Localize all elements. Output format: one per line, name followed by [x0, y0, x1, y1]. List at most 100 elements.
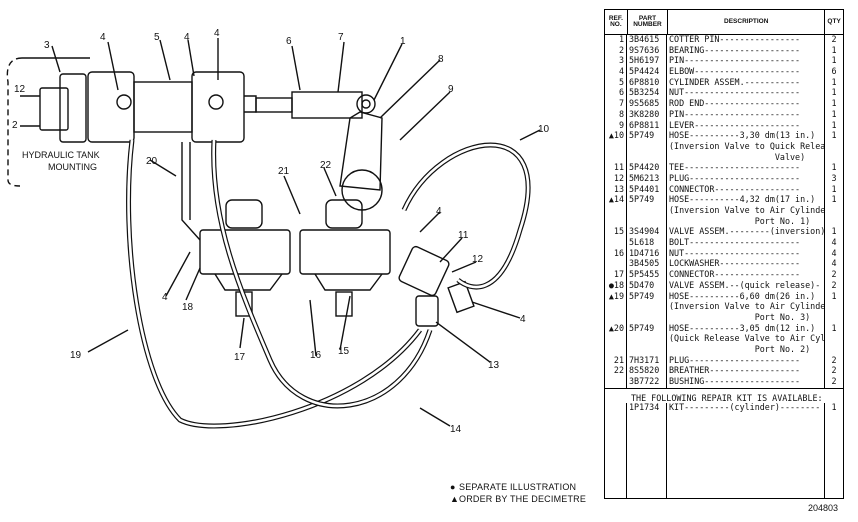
row-qty: 1	[831, 402, 837, 412]
table-row: Port No. 2)	[605, 344, 843, 356]
row-qty: 2	[831, 366, 837, 376]
table-row: Port No. 3)	[605, 312, 843, 324]
row-description: BOLT----------------------	[667, 238, 825, 249]
row-ref: 16	[605, 248, 627, 260]
row-ref: 11	[605, 163, 627, 174]
callout-19: 19	[70, 350, 82, 361]
callout-4: 4	[100, 32, 106, 43]
row-part-number	[627, 312, 667, 324]
row-qty: 1	[831, 131, 837, 141]
row-qty: 2	[831, 270, 837, 280]
row-ref: 17	[605, 270, 627, 281]
row-qty	[825, 302, 843, 313]
row-description: CONNECTOR-----------------	[667, 270, 825, 281]
callout-4: 4	[214, 28, 220, 39]
row-part-number: 5P749	[627, 131, 667, 142]
row-ref	[605, 302, 627, 313]
row-part-number: 3B4615	[627, 35, 667, 46]
row-part-number: 5L618	[627, 238, 667, 249]
row-part-number: 5D470	[627, 280, 667, 292]
row-description: PIN-----------------------	[667, 109, 825, 121]
row-ref-number: 16	[613, 248, 624, 258]
row-description: (Inversion Valve to Air Cylinder	[669, 206, 825, 217]
callout-15: 15	[338, 346, 350, 357]
header-qty: QTY	[827, 17, 841, 25]
callout-2: 2	[12, 120, 18, 131]
row-ref-number: 12	[613, 173, 624, 183]
exploded-parts-diagram: 3 4 5 4 4 6 7 1 8 9 10 12 2 HYDRAULIC TA…	[6, 28, 550, 435]
row-part-number: 5P749	[627, 323, 667, 335]
row-part-number: 9S7636	[627, 45, 667, 57]
row-description: CYLINDER ASSEM.-----------	[667, 77, 825, 89]
table-row: (Inversion Valve to Quick Release	[605, 141, 843, 153]
callout-3: 3	[44, 40, 50, 51]
row-description: NUT-----------------------	[667, 88, 825, 100]
row-ref: 21	[605, 355, 627, 367]
row-ref: 2	[605, 45, 627, 57]
row-ref	[605, 141, 627, 153]
row-part-number: 3B4505	[627, 259, 667, 271]
header-description: DESCRIPTION	[668, 10, 826, 34]
row-part-number: 5H6197	[627, 56, 667, 68]
row-qty: 2	[831, 280, 837, 290]
callout-4: 4	[184, 32, 190, 43]
row-qty: 4	[831, 259, 837, 269]
header-part-number: PART NUMBER	[628, 10, 669, 34]
row-ref: 15	[605, 227, 627, 239]
triangle-icon: ▲	[450, 494, 460, 504]
callout-21: 21	[278, 166, 290, 177]
row-qty: 1	[831, 120, 837, 130]
row-description: LEVER---------------------	[667, 120, 825, 132]
row-ref: 4	[605, 67, 627, 78]
callout-4: 4	[162, 292, 168, 303]
row-part-number	[627, 141, 667, 153]
row-ref-number: 19	[613, 291, 624, 301]
row-qty	[825, 345, 843, 356]
row-ref	[605, 377, 627, 388]
row-part-number: 5P749	[627, 291, 667, 303]
row-ref-number: 14	[613, 195, 624, 205]
callout-6: 6	[286, 36, 292, 47]
row-description: (Inversion Valve to Air Cylinder	[669, 302, 825, 313]
row-qty: 4	[831, 248, 837, 258]
row-description: HOSE----------3,30 dm(13 in.)	[667, 131, 825, 142]
row-qty: 1	[831, 88, 837, 98]
row-part-number: 5P4424	[627, 67, 667, 78]
row-description: (Inversion Valve to Quick Release	[669, 141, 825, 153]
row-ref: 7	[605, 99, 627, 110]
row-part-number: 7H3171	[627, 355, 667, 367]
row-description: PIN-----------------------	[667, 56, 825, 68]
row-description: (Quick Release Valve to Air Cylinder	[669, 334, 825, 345]
row-description: Port No. 3)	[667, 312, 825, 324]
row-qty: 1	[831, 323, 837, 333]
row-description: ROD END-------------------	[667, 99, 825, 110]
row-description: NUT-----------------------	[667, 248, 825, 260]
row-ref	[605, 216, 627, 228]
row-ref-number: 20	[613, 323, 624, 333]
row-part-number	[627, 334, 667, 345]
row-ref: ▲10	[605, 131, 627, 142]
row-ref: ▲20	[605, 323, 627, 335]
row-qty: 3	[831, 173, 837, 183]
row-ref-number: 3	[618, 56, 624, 66]
callout-11: 11	[458, 230, 469, 241]
row-ref: ▲19	[605, 291, 627, 303]
row-qty	[825, 313, 843, 324]
row-ref-number: 10	[613, 131, 624, 141]
row-part-number: 5P5455	[627, 270, 667, 281]
row-ref	[605, 312, 627, 324]
row-ref	[605, 259, 627, 271]
row-qty: 6	[831, 67, 837, 77]
row-part-number: 9S5685	[627, 99, 667, 110]
row-description: HOSE----------3,05 dm(12 in.)	[667, 323, 825, 335]
